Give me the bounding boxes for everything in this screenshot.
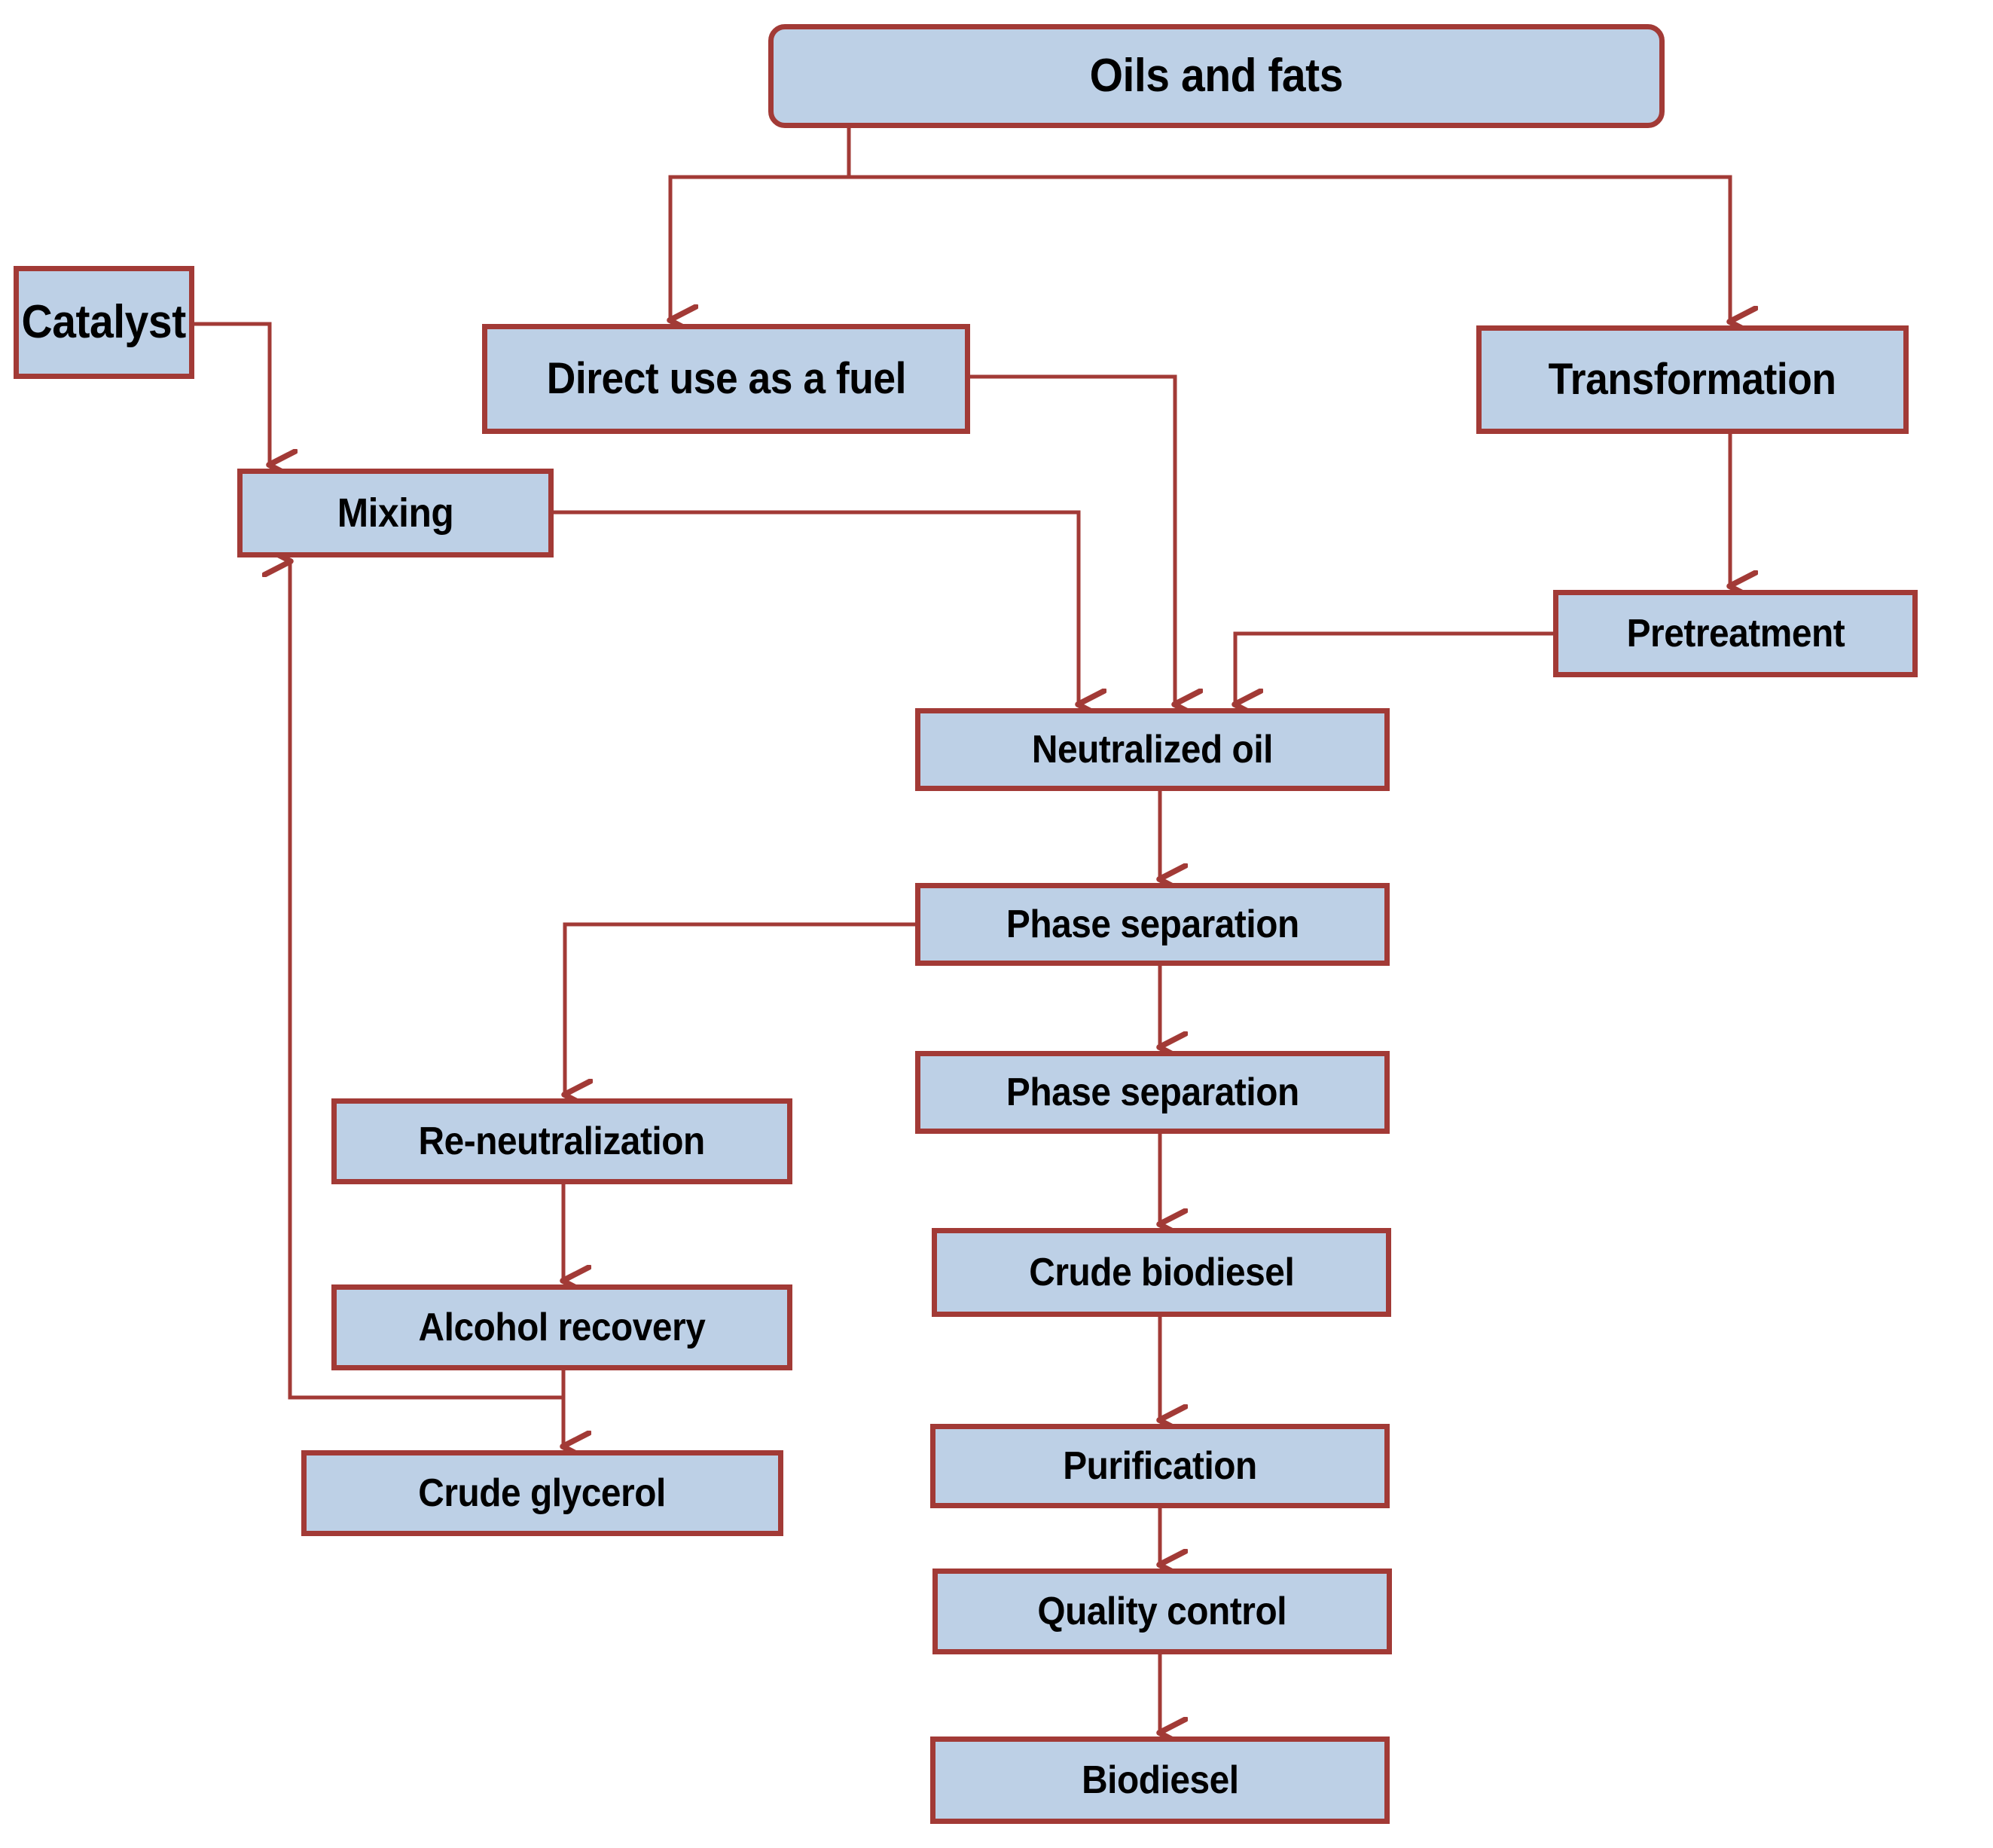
connector-alcohol-to-mixing-recycle xyxy=(290,561,563,1400)
node-label-phase-separation-2: Phase separation xyxy=(1006,1071,1299,1114)
node-label-re-neutralization: Re-neutralization xyxy=(418,1119,706,1163)
node-quality-control[interactable]: Quality control xyxy=(932,1569,1392,1654)
node-transformation[interactable]: Transformation xyxy=(1476,325,1909,434)
node-purification[interactable]: Purification xyxy=(930,1424,1390,1508)
node-re-neutralization[interactable]: Re-neutralization xyxy=(331,1098,792,1184)
node-pretreatment[interactable]: Pretreatment xyxy=(1553,590,1918,677)
node-label-phase-separation-1: Phase separation xyxy=(1006,903,1299,946)
node-neutralized-oil[interactable]: Neutralized oil xyxy=(915,708,1390,791)
node-crude-biodiesel[interactable]: Crude biodiesel xyxy=(932,1228,1391,1317)
node-label-catalyst: Catalyst xyxy=(21,296,187,348)
node-label-crude-glycerol: Crude glycerol xyxy=(418,1471,667,1515)
node-catalyst[interactable]: Catalyst xyxy=(14,266,194,379)
node-phase-separation-1[interactable]: Phase separation xyxy=(915,883,1390,966)
node-label-pretreatment: Pretreatment xyxy=(1626,612,1845,655)
connector-mixing-to-neutralized xyxy=(554,510,1079,704)
node-label-biodiesel: Biodiesel xyxy=(1081,1758,1239,1802)
connector-catalyst-to-mixing xyxy=(194,322,270,465)
node-label-direct-use: Direct use as a fuel xyxy=(546,354,906,403)
node-oils-and-fats[interactable]: Oils and fats xyxy=(768,24,1665,128)
node-label-oils-and-fats: Oils and fats xyxy=(1089,50,1344,102)
connector-oils-to-transformation xyxy=(849,175,1730,322)
node-direct-use[interactable]: Direct use as a fuel xyxy=(482,324,970,434)
connector-oils-to-direct-use xyxy=(670,128,851,320)
node-alcohol-recovery[interactable]: Alcohol recovery xyxy=(331,1284,792,1370)
node-label-mixing: Mixing xyxy=(337,490,454,536)
connector-pretreat-to-neutralized xyxy=(1235,631,1553,704)
node-label-neutralized-oil: Neutralized oil xyxy=(1031,728,1274,771)
node-label-crude-biodiesel: Crude biodiesel xyxy=(1029,1251,1294,1294)
node-label-transformation: Transformation xyxy=(1549,355,1836,404)
node-label-alcohol-recovery: Alcohol recovery xyxy=(418,1306,706,1349)
node-label-quality-control: Quality control xyxy=(1037,1590,1287,1633)
connector-direct-use-to-neutralized xyxy=(970,374,1175,704)
node-crude-glycerol[interactable]: Crude glycerol xyxy=(301,1450,783,1536)
node-phase-separation-2[interactable]: Phase separation xyxy=(915,1051,1390,1134)
node-biodiesel[interactable]: Biodiesel xyxy=(930,1737,1390,1824)
node-label-purification: Purification xyxy=(1063,1444,1257,1488)
connector-phase-1-to-reneutralization xyxy=(565,922,915,1095)
node-mixing[interactable]: Mixing xyxy=(237,469,554,557)
